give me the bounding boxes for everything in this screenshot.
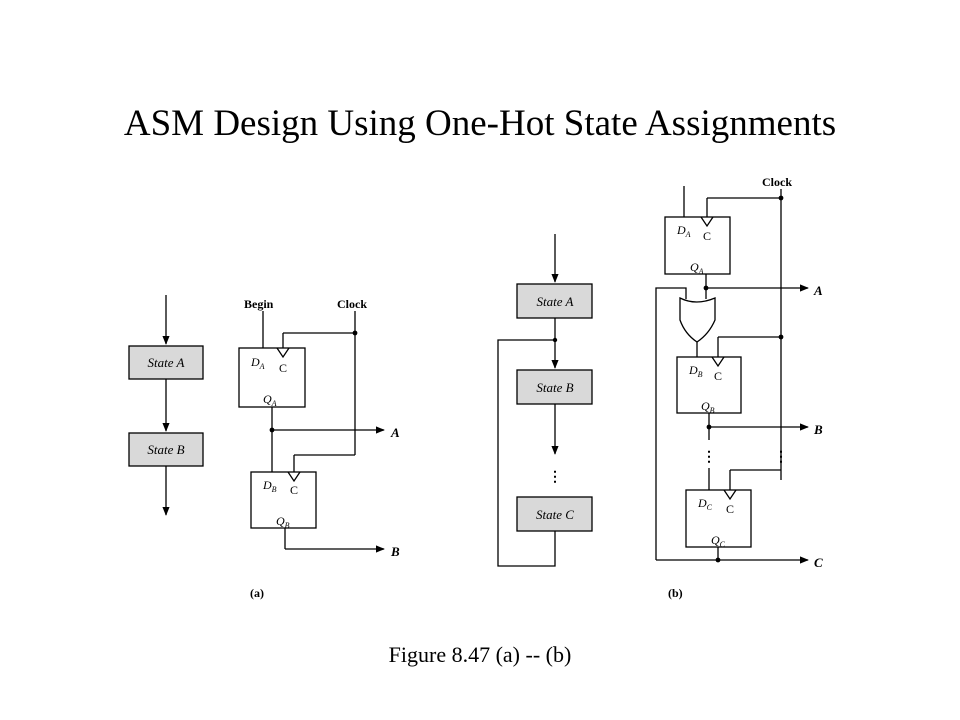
asm-chart-a: State A State B [128,295,204,516]
ff-c-q-label: QC [711,533,726,549]
state-box-c [516,496,593,532]
circuit-b: Clock DA C QA A DB C QB [655,175,823,600]
circuit-a: Begin Clock DA C QA A DB C QB B (a) [238,297,400,600]
ff-a-clock-label: C [279,361,287,375]
ff-a-q-label: QA [690,260,704,276]
ff-a-d-label: DA [250,355,265,371]
begin-label: Begin [244,297,274,311]
ff-b-d-label: DB [262,478,277,494]
figure-caption: Figure 8.47 (a) -- (b) [388,642,572,667]
ff-a-clock-label: C [703,229,711,243]
ff-a-q-label: QA [263,392,277,408]
state-c-label: State C [536,507,574,522]
ff-b-clock-label: C [290,483,298,497]
ellipsis: ⋮ [548,470,562,485]
ff-c-clock-label: C [726,502,734,516]
state-a-label: State A [537,294,574,309]
asm-chart-b: State A State B ⋮ State C [497,234,593,567]
part-b-label: (b) [668,586,683,600]
flip-flop-a [238,347,306,408]
junction-dot [552,337,558,343]
clock-label-b: Clock [762,175,792,189]
ff-b-q-label: QB [276,514,290,530]
flip-flop-a [664,216,731,275]
state-a-label: State A [148,355,185,370]
output-c-label: C [814,555,823,570]
ff-b-q-label: QB [701,399,715,415]
ellipsis: ⋮ [774,450,788,465]
clock-label-a: Clock [337,297,367,311]
output-a-label: A [813,283,823,298]
ff-b-d-label: DB [688,363,703,379]
flip-flop-b [250,471,317,529]
state-box-a [128,345,204,380]
output-b-label: B [390,544,400,559]
ff-c-d-label: DC [697,496,713,512]
state-b-label: State B [147,442,184,457]
page-title: ASM Design Using One-Hot State Assignmen… [123,103,837,144]
output-b-label: B [813,422,823,437]
part-a-label: (a) [250,586,264,600]
state-box-b [516,369,593,405]
flip-flop-b [676,356,742,414]
or-gate [679,296,716,343]
ellipsis: ⋮ [702,450,716,465]
ff-b-clock-label: C [714,369,722,383]
state-b-label: State B [536,380,573,395]
output-a-label: A [390,425,400,440]
ff-a-d-label: DA [676,223,691,239]
